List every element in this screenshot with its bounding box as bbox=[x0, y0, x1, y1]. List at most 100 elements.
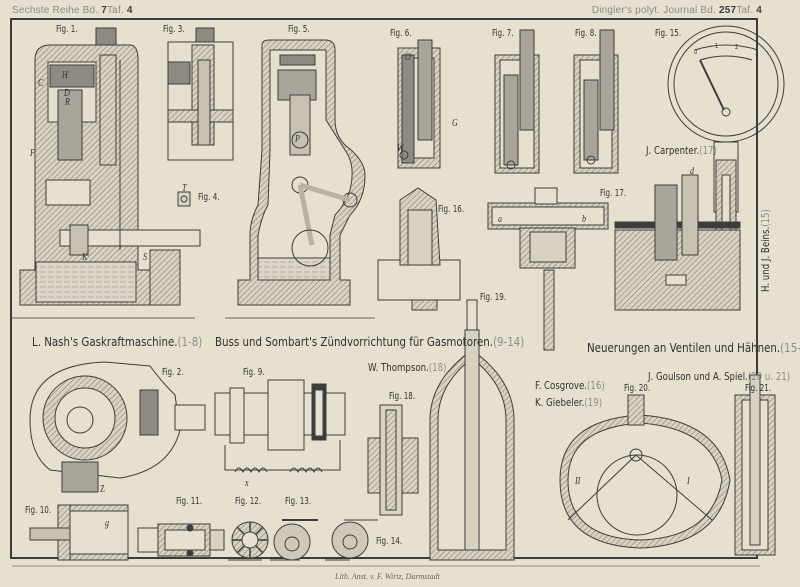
credit-carpenter: J. Carpenter.(17) bbox=[646, 145, 717, 157]
fig1-gas-engine-drawing bbox=[19, 27, 201, 306]
credit-cosgrove: F. Cosgrove.(16) bbox=[535, 380, 605, 392]
fig4-label: Fig. 4. bbox=[198, 192, 220, 203]
fig11-plug-drawing bbox=[137, 523, 225, 557]
journal-volume: 257 bbox=[719, 5, 737, 16]
fig10-igniter-drawing bbox=[29, 504, 129, 561]
plate-frame bbox=[10, 18, 758, 559]
fig5-label: Fig. 5. bbox=[288, 24, 310, 35]
caption-nash-ref: (1-8) bbox=[177, 334, 203, 349]
credit-carpenter-text: J. Carpenter. bbox=[646, 145, 700, 157]
credit-thompson-ref: (18) bbox=[428, 362, 447, 374]
caption-ventile-ref: (15-21) bbox=[780, 340, 800, 355]
part-letter-g: g bbox=[105, 518, 109, 529]
journal-plate-number: 4 bbox=[756, 5, 762, 16]
credit-giebeler-ref: (19) bbox=[584, 397, 603, 409]
fig4-cap-drawing bbox=[177, 191, 191, 207]
part-letter-P: P bbox=[295, 134, 300, 145]
credit-goulson: J. Goulson und A. Spiel.(20 u. 21) bbox=[648, 371, 790, 383]
part-letter-F: F bbox=[30, 148, 35, 159]
part-letter-I: I bbox=[687, 476, 690, 487]
fig6-label: Fig. 6. bbox=[390, 28, 412, 39]
caption-ventile-text: Neuerungen an Ventilen und Hähnen. bbox=[587, 340, 781, 355]
fig11-label: Fig. 11. bbox=[176, 496, 203, 507]
fig16-valve-drawing bbox=[377, 187, 461, 311]
gauge-scale-2: 2 bbox=[735, 43, 739, 51]
credit-cosgrove-ref: (16) bbox=[587, 380, 605, 392]
part-letter-C: C bbox=[38, 78, 44, 89]
credit-goulson-text: J. Goulson und A. Spiel. bbox=[648, 371, 748, 383]
fig20-label: Fig. 20. bbox=[624, 383, 651, 394]
credit-thompson-text: W. Thompson. bbox=[368, 362, 429, 374]
part-letter-II: II bbox=[575, 476, 581, 487]
fig12-disc-drawing bbox=[228, 521, 269, 561]
fig13-label: Fig. 13. bbox=[285, 496, 312, 507]
fig2-gas-engine-plan-drawing bbox=[29, 361, 206, 493]
credit-giebeler: K. Giebeler.(19) bbox=[535, 397, 602, 409]
part-letter-R: R bbox=[65, 97, 70, 108]
part-letter-H: H bbox=[62, 70, 68, 81]
fig14-disc-drawing bbox=[325, 519, 378, 561]
part-letter-T: T bbox=[182, 183, 187, 194]
fig15-label: Fig. 15. bbox=[655, 28, 682, 39]
caption-buss: Buss und Sombart's Zündvorrichtung für G… bbox=[215, 334, 524, 349]
gauge-scale-3: 3 bbox=[755, 49, 759, 57]
fig21-valve-section-drawing bbox=[734, 374, 776, 556]
fig12-label: Fig. 12. bbox=[235, 496, 262, 507]
credit-beins-ref: (15) bbox=[760, 209, 772, 227]
part-letter-O: O bbox=[405, 52, 411, 63]
part-letter-G: G bbox=[452, 118, 458, 129]
credit-beins: H. und J. Beins.(15) bbox=[760, 209, 772, 292]
fig6-valve-drawing bbox=[397, 39, 441, 169]
fig1-label: Fig. 1. bbox=[56, 24, 78, 35]
credit-cosgrove-text: F. Cosgrove. bbox=[535, 380, 588, 392]
fig16-label: Fig. 16. bbox=[438, 204, 465, 215]
fig8-label: Fig. 8. bbox=[575, 28, 597, 39]
fig3-valve-detail-drawing bbox=[167, 27, 234, 161]
fig-carpenter-valve-drawing bbox=[614, 174, 741, 311]
part-letter-S: S bbox=[143, 252, 147, 263]
fig7-label: Fig. 7. bbox=[492, 28, 514, 39]
caption-ventile: Neuerungen an Ventilen und Hähnen.(15-21… bbox=[587, 340, 800, 355]
fig5-ignition-engine-drawing bbox=[237, 39, 366, 306]
credit-beins-text: H. und J. Beins. bbox=[760, 226, 772, 292]
fig19-label: Fig. 19. bbox=[480, 292, 507, 303]
caption-nash: L. Nash's Gaskraftmaschine.(1-8) bbox=[32, 334, 202, 349]
part-letter-W: W bbox=[397, 143, 404, 154]
fig21-label: Fig. 21. bbox=[745, 383, 772, 394]
series-plate-number: 4 bbox=[126, 5, 133, 16]
fig9-label: Fig. 9. bbox=[243, 367, 265, 378]
fig19-gate-valve-drawing bbox=[429, 299, 515, 561]
credit-goulson-ref: (20 u. 21) bbox=[747, 371, 791, 383]
journal-header: Dingler's polyt. Journal Bd. 257Taf. 4 bbox=[592, 5, 762, 16]
journal-plate-label: Taf. bbox=[736, 5, 754, 16]
caption-buss-text: Buss und Sombart's Zündvorrichtung für G… bbox=[215, 334, 494, 349]
caption-buss-ref: (9-14) bbox=[493, 334, 525, 349]
fig14-label: Fig. 14. bbox=[376, 536, 403, 547]
lithographer-credit: Lith. Anst. v. F. Wirtz, Darmstadt bbox=[335, 572, 440, 581]
part-letter-b: b bbox=[582, 214, 586, 225]
gauge-scale-0: 0 bbox=[694, 48, 698, 56]
fig20-butterfly-valve-drawing bbox=[559, 394, 731, 549]
part-letter-D: D bbox=[64, 88, 70, 99]
fig9-ignition-device-drawing bbox=[214, 379, 346, 474]
part-letter-K: K bbox=[82, 252, 88, 263]
credit-thompson: W. Thompson.(18) bbox=[368, 362, 446, 374]
part-letter-Z: Z bbox=[100, 484, 105, 495]
fig17-valve-drawing bbox=[487, 187, 609, 351]
fig18-valve-drawing bbox=[367, 404, 419, 516]
credit-giebeler-text: K. Giebeler. bbox=[535, 397, 585, 409]
plate-series-header: Sechste Reihe Bd. 7Taf. 4 bbox=[12, 5, 133, 16]
fig8-valve-drawing bbox=[573, 29, 619, 174]
fig18-label: Fig. 18. bbox=[389, 391, 416, 402]
fig3-label: Fig. 3. bbox=[163, 24, 185, 35]
caption-nash-text: L. Nash's Gaskraftmaschine. bbox=[32, 334, 178, 349]
fig7-valve-drawing bbox=[494, 29, 540, 174]
gauge-scale-1: 1 bbox=[715, 42, 719, 50]
journal-label: Dingler's polyt. Journal Bd. bbox=[591, 5, 717, 16]
series-volume: 7 bbox=[101, 5, 107, 16]
series-label: Sechste Reihe Bd. bbox=[12, 5, 99, 16]
fig10-label: Fig. 10. bbox=[25, 505, 52, 516]
part-letter-d: d bbox=[690, 166, 694, 177]
fig2-label: Fig. 2. bbox=[162, 367, 184, 378]
